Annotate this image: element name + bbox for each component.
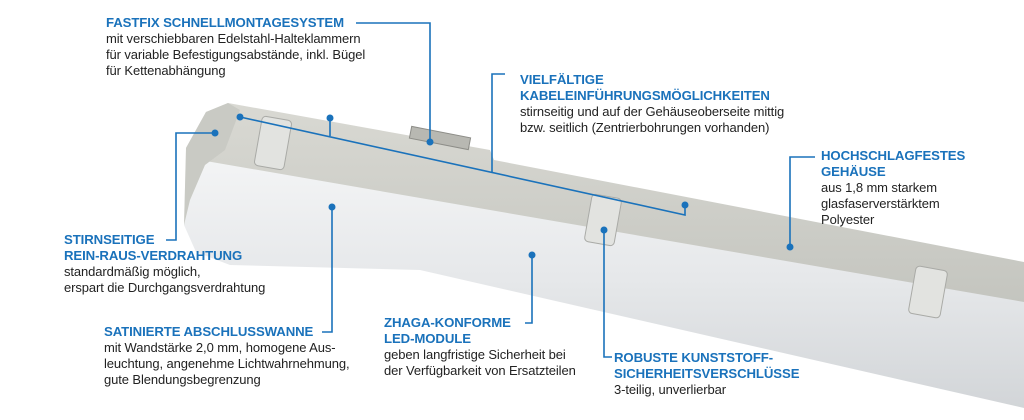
callout-dots bbox=[211, 113, 794, 259]
callout-gehaeuse: HOCHSCHLAGFESTES GEHÄUSE aus 1,8 mm star… bbox=[821, 148, 965, 228]
callout-verschluesse: ROBUSTE KUNSTSTOFF- SICHERHEITSVERSCHLÜS… bbox=[614, 350, 799, 398]
callout-heading: ROBUSTE KUNSTSTOFF- SICHERHEITSVERSCHLÜS… bbox=[614, 350, 800, 381]
callout-heading: VIELFÄLTIGE KABELEINFÜHRUNGSMÖGLICHKEITE… bbox=[520, 72, 770, 103]
callout-zhaga: ZHAGA-KONFORME LED-MODULE geben langfris… bbox=[384, 315, 576, 379]
callout-heading: HOCHSCHLAGFESTES GEHÄUSE bbox=[821, 148, 966, 179]
callout-body: aus 1,8 mm starkem glasfaserverstärktem … bbox=[821, 180, 940, 227]
callout-body: mit Wandstärke 2,0 mm, homogene Aus- leu… bbox=[104, 340, 350, 387]
callout-heading: ZHAGA-KONFORME LED-MODULE bbox=[384, 315, 511, 346]
clip-3 bbox=[908, 265, 948, 319]
callout-heading: STIRNSEITIGE REIN-RAUS-VERDRAHTUNG bbox=[64, 232, 243, 263]
callout-lines bbox=[166, 22, 815, 358]
mounting-bracket bbox=[408, 125, 472, 151]
callout-wanne: SATINIERTE ABSCHLUSSWANNE mit Wandstärke… bbox=[104, 324, 350, 388]
callout-body: mit verschiebbaren Edelstahl-Halteklamme… bbox=[106, 31, 366, 78]
callout-heading: FASTFIX SCHNELLMONTAGESYSTEM bbox=[106, 15, 344, 30]
callout-kabel: VIELFÄLTIGE KABELEINFÜHRUNGSMÖGLICHKEITE… bbox=[520, 72, 784, 136]
callout-body: 3-teilig, unverlierbar bbox=[614, 382, 726, 397]
callout-fastfix: FASTFIX SCHNELLMONTAGESYSTEM mit verschi… bbox=[106, 15, 365, 79]
callout-body: stirnseitig und auf der Gehäuseoberseite… bbox=[520, 104, 785, 135]
clip-2 bbox=[584, 193, 622, 247]
callout-stirnseitig: STIRNSEITIGE REIN-RAUS-VERDRAHTUNG stand… bbox=[64, 232, 265, 296]
clip-1 bbox=[254, 115, 292, 171]
callout-heading: SATINIERTE ABSCHLUSSWANNE bbox=[104, 324, 314, 339]
callout-body: geben langfristige Sicherheit bei der Ve… bbox=[384, 347, 576, 378]
callout-body: standardmäßig möglich, erspart die Durch… bbox=[64, 264, 266, 295]
